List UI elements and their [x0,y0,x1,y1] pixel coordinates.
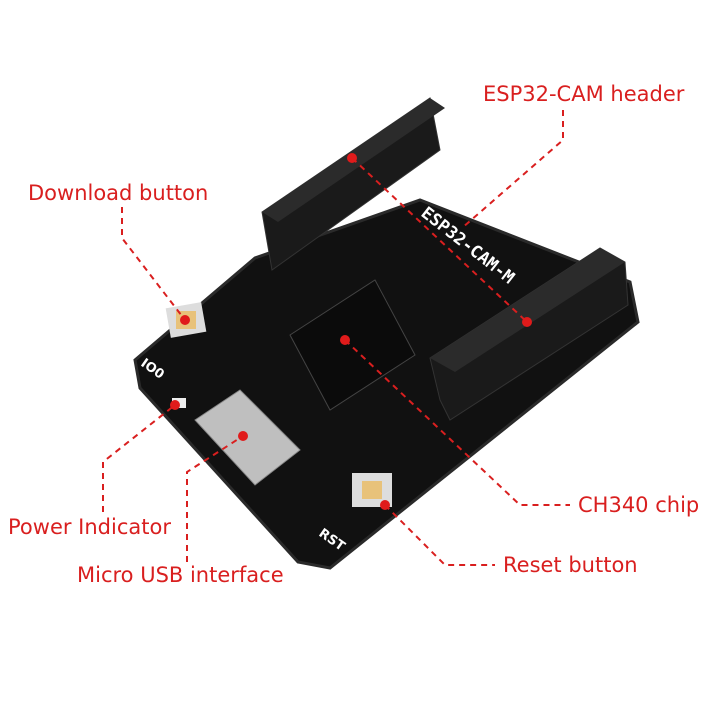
ch340-chip [289,279,416,411]
right-header-top [430,248,625,372]
pcb-board [133,198,640,570]
marker-dots [170,153,532,510]
label-reset-button: Reset button [503,553,638,577]
label-ch340: CH340 chip [578,493,700,517]
label-power-indicator: Power Indicator [8,515,171,539]
label-download-button: Download button [28,181,209,205]
reset-button-cap [362,481,382,499]
label-esp32-header: ESP32-CAM header [483,82,685,106]
leader-lines [102,110,570,566]
label-micro-usb: Micro USB interface [77,563,284,587]
